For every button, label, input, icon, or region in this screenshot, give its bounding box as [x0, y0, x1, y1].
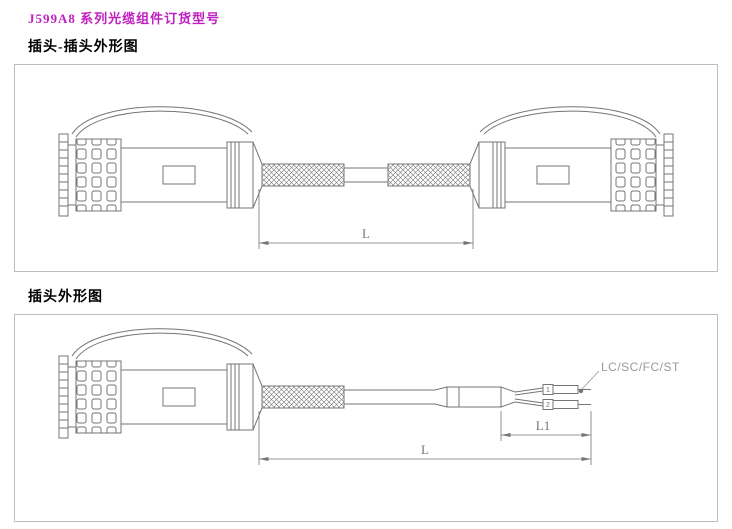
plug-drawing-frame: 1 2 LC/SC/FC/ST L1 L — [14, 314, 718, 522]
leader-line — [581, 370, 600, 390]
connector-types-label: LC/SC/FC/ST — [601, 360, 680, 374]
cable-section — [344, 389, 435, 405]
section2-heading: 插头外形图 — [28, 290, 103, 305]
section1-heading: 插头-插头外形图 — [28, 40, 139, 55]
port-2-label: 2 — [546, 402, 550, 409]
page-title: J599A8 系列光缆组件订货型号 — [28, 11, 221, 26]
dimension-l1 — [500, 411, 592, 465]
dimension-l-label: L — [421, 442, 429, 457]
connector-body-1 — [552, 385, 579, 394]
port-1-label: 1 — [546, 387, 550, 394]
plug-to-plug-drawing: L — [58, 106, 674, 249]
dimension-l-label: L — [362, 226, 370, 241]
dimension-l — [258, 411, 591, 465]
leader-dot — [578, 388, 584, 394]
cable-middle-section — [340, 167, 395, 183]
fiber-leg-2 — [514, 398, 544, 407]
fiber-leg-1 — [514, 387, 544, 396]
connector-body-2 — [552, 400, 579, 409]
connector-types-callout: LC/SC/FC/ST — [578, 360, 680, 394]
plug-to-plug-drawing-frame: L — [14, 64, 718, 272]
right-plug — [387, 106, 674, 217]
dimension-l — [258, 189, 474, 249]
left-plug — [58, 106, 345, 217]
plug-drawing: 1 2 LC/SC/FC/ST L1 L — [58, 328, 680, 465]
breakout-unit — [434, 384, 591, 410]
plug — [58, 328, 345, 439]
dimension-l1-label: L1 — [536, 418, 550, 433]
